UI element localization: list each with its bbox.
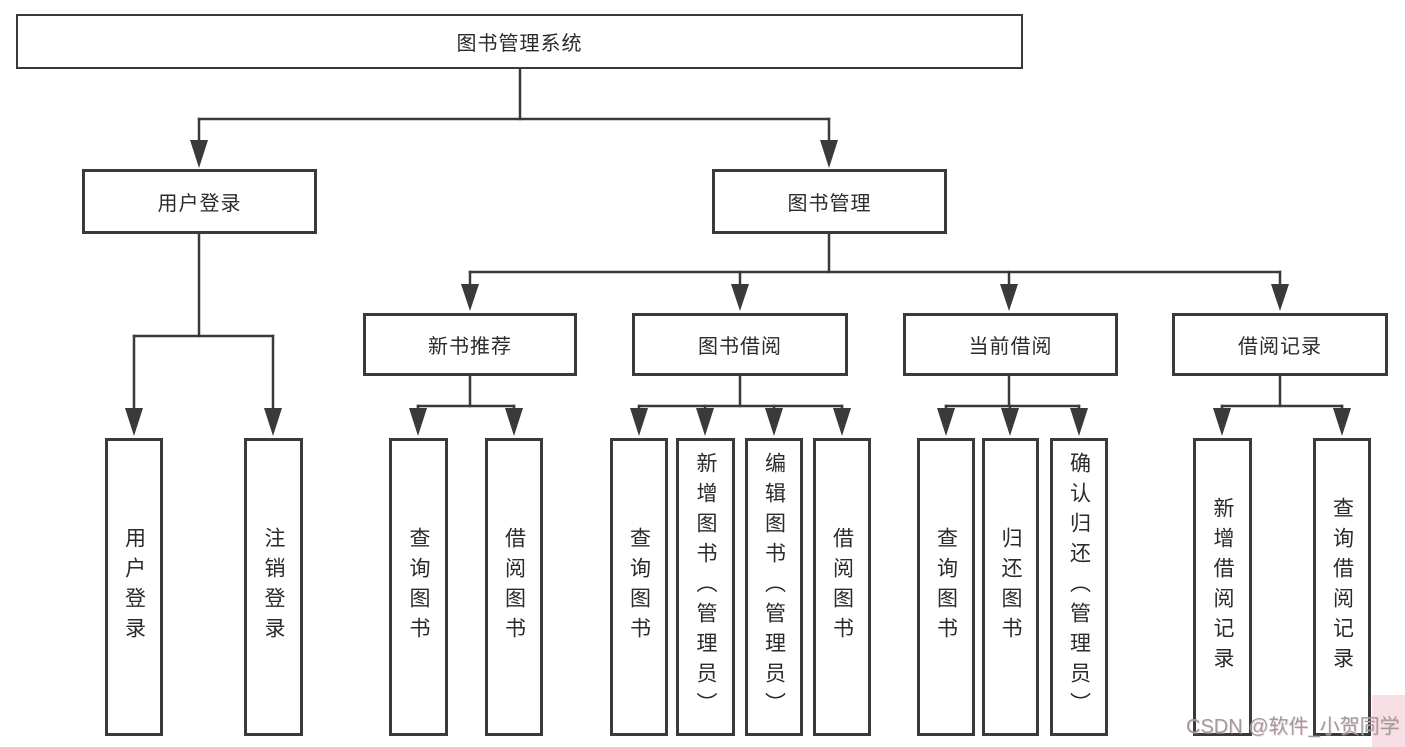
leaf-current-query-books-label: 查询图书 bbox=[934, 527, 958, 647]
node-new-book-recommend: 新书推荐 bbox=[363, 313, 577, 376]
leaf-user-login: 用户登录 bbox=[105, 438, 163, 736]
leaf-borrowing-add-books-admin-label: 新增图书（管理员） bbox=[694, 452, 717, 722]
leaf-records-add-record-label: 新增借阅记录 bbox=[1211, 497, 1234, 677]
leaf-current-query-books: 查询图书 bbox=[917, 438, 975, 736]
leaf-borrowing-query-books: 查询图书 bbox=[610, 438, 668, 736]
leaf-newbook-borrow-books-label: 借阅图书 bbox=[502, 527, 526, 647]
node-book-borrowing: 图书借阅 bbox=[632, 313, 848, 376]
leaf-records-query-record: 查询借阅记录 bbox=[1313, 438, 1371, 736]
leaf-current-confirm-return-admin-label: 确认归还（管理员） bbox=[1067, 452, 1091, 722]
arrowheads bbox=[125, 140, 1351, 436]
leaf-newbook-query-books-label: 查询图书 bbox=[407, 527, 430, 647]
leaf-current-return-books: 归还图书 bbox=[982, 438, 1039, 736]
leaf-borrowing-borrow-books: 借阅图书 bbox=[813, 438, 871, 736]
leaf-borrowing-borrow-books-label: 借阅图书 bbox=[830, 527, 854, 647]
corner-accent bbox=[1372, 695, 1405, 747]
leaf-newbook-query-books: 查询图书 bbox=[389, 438, 448, 736]
csdn-watermark: CSDN @软件_小贺同学 bbox=[1186, 716, 1400, 738]
leaf-borrowing-add-books-admin: 新增图书（管理员） bbox=[676, 438, 735, 736]
node-borrow-records: 借阅记录 bbox=[1172, 313, 1388, 376]
leaf-current-confirm-return-admin: 确认归还（管理员） bbox=[1050, 438, 1108, 736]
leaf-records-query-record-label: 查询借阅记录 bbox=[1330, 497, 1354, 677]
node-current-borrowing: 当前借阅 bbox=[903, 313, 1118, 376]
leaf-borrowing-edit-books-admin: 编辑图书（管理员） bbox=[745, 438, 803, 736]
node-book-management: 图书管理 bbox=[712, 169, 947, 234]
leaf-logout: 注销登录 bbox=[244, 438, 303, 736]
node-user-login: 用户登录 bbox=[82, 169, 317, 234]
leaf-borrowing-query-books-label: 查询图书 bbox=[627, 527, 651, 647]
leaf-logout-label: 注销登录 bbox=[262, 527, 285, 647]
leaf-records-add-record: 新增借阅记录 bbox=[1193, 438, 1252, 736]
leaf-user-login-label: 用户登录 bbox=[122, 527, 146, 647]
node-library-management-system: 图书管理系统 bbox=[16, 14, 1023, 69]
leaf-newbook-borrow-books: 借阅图书 bbox=[485, 438, 543, 736]
leaf-current-return-books-label: 归还图书 bbox=[999, 527, 1022, 647]
leaf-borrowing-edit-books-admin-label: 编辑图书（管理员） bbox=[762, 452, 786, 722]
